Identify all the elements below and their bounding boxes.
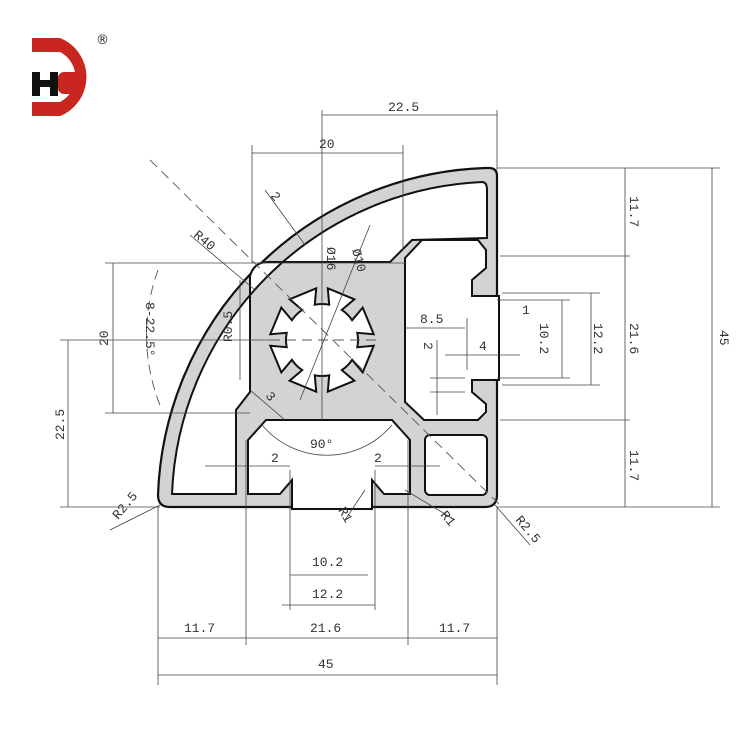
dim-bottom-11-7-left: 11.7 (184, 621, 215, 636)
dim-slot-4: 4 (479, 339, 487, 354)
dim-top-20: 20 (319, 137, 335, 152)
dim-r0-5: R0.5 (221, 311, 236, 342)
dim-r2-5-left: R2.5 (110, 489, 142, 523)
logo-d-shape (32, 38, 87, 116)
bottom-t-slot (247, 419, 411, 510)
dimension-line (299, 224, 371, 401)
arc-cavity (170, 180, 488, 495)
dimension-line (344, 489, 366, 521)
dim-right-21-6: 21.6 (626, 323, 641, 354)
dim-r1-left: R1 (335, 505, 356, 526)
dim-right-11-7-top: 11.7 (626, 196, 641, 227)
center-line (149, 159, 501, 506)
angle-arc-22-5 (146, 269, 163, 411)
right-t-slot (404, 239, 500, 421)
dim-right-45: 45 (716, 330, 731, 346)
dim-left-22-5: 22.5 (53, 409, 68, 440)
dim-bottom-45: 45 (318, 657, 334, 672)
brand-logo: ® (32, 33, 109, 116)
dim-slot-2: 2 (420, 342, 435, 350)
dim-d16: Ø16 (323, 247, 338, 270)
dim-right-11-7-bottom: 11.7 (626, 450, 641, 481)
dimension-line (494, 504, 531, 546)
corner-cavity (424, 434, 488, 496)
logo-h-shape (32, 72, 58, 96)
dim-bottom-21-6: 21.6 (310, 621, 341, 636)
dim-angle-8x22-5: 8-22.5° (142, 302, 157, 357)
dim-bottom-11-7-right: 11.7 (439, 621, 470, 636)
dim-bottom-slot-2-left: 2 (271, 451, 279, 466)
dim-d10: Ø10 (348, 247, 369, 273)
dimension-line (404, 489, 456, 521)
dim-r40: R40 (190, 228, 218, 255)
angle-arc-90 (261, 424, 393, 456)
registered-mark: ® (96, 33, 109, 48)
dim-left-20: 20 (97, 330, 112, 346)
dim-slot-1: 1 (522, 303, 530, 318)
dim-slot-8-5: 8.5 (420, 312, 443, 327)
dim-bottom-10-2: 10.2 (312, 555, 343, 570)
dim-wall-2: 2 (267, 189, 284, 205)
dim-bottom-12-2: 12.2 (312, 587, 343, 602)
dimension-line (109, 504, 161, 531)
dimension-lines (60, 110, 720, 685)
dim-bottom-slot-2-right: 2 (374, 451, 382, 466)
dimension-line (189, 234, 256, 291)
dimension-line (249, 389, 286, 421)
aluminum-profile (156, 166, 500, 510)
logo-robot-face (58, 72, 84, 94)
dimension-line (264, 189, 306, 246)
dim-top-22-5: 22.5 (388, 100, 419, 115)
dim-slot-10-2-v: 10.2 (536, 323, 551, 354)
dim-angle-90: 90° (310, 437, 333, 452)
dim-slot-12-2-v: 12.2 (590, 323, 605, 354)
